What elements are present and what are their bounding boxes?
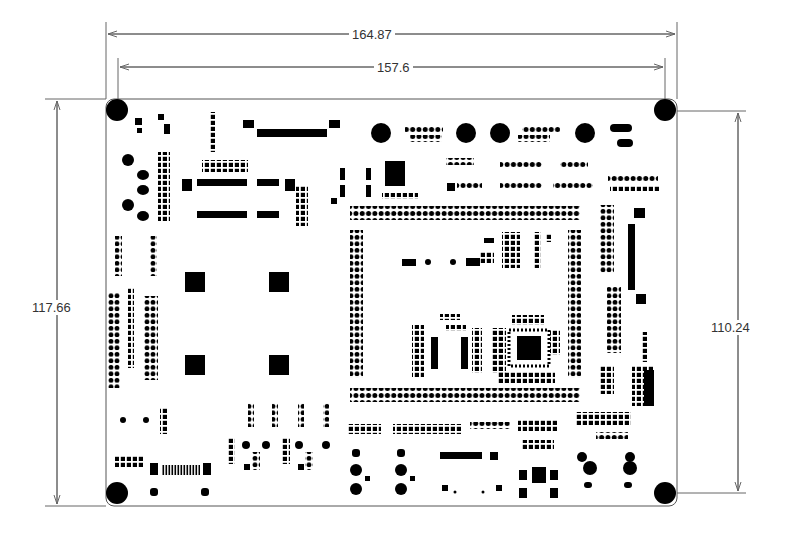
dimension-label: 117.66 <box>29 300 74 315</box>
dimension-lines <box>45 22 746 506</box>
dimension-label: 164.87 <box>349 27 395 42</box>
dimension-label: 157.6 <box>374 60 413 75</box>
pcb-components <box>106 99 676 504</box>
board-outline <box>106 99 677 506</box>
dimension-label: 110.24 <box>708 320 753 335</box>
